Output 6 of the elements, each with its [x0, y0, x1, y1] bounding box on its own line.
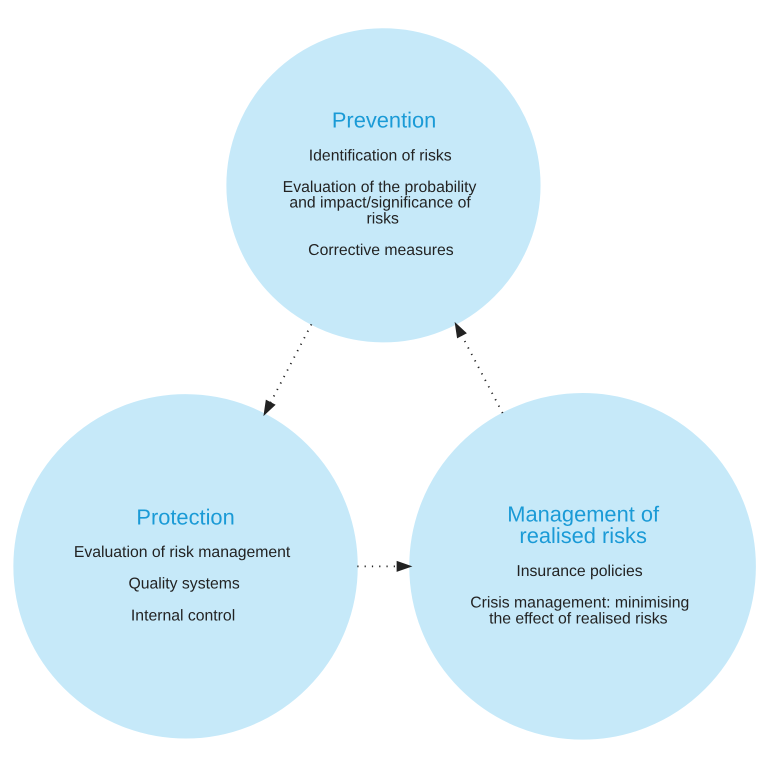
arrow: [262, 324, 312, 416]
node-circle: Prevention Identification of risks Evaluation of the probability and impact/significance of risks Corrective measures: [226, 28, 540, 342]
node-circle: Management of realised risks Insurance policies Crisis management: minimising the effect of realised risks: [408, 393, 756, 740]
arrow: [356, 560, 412, 572]
node-circle: Protection Evaluation of risk management Quality systems Internal control: [12, 394, 358, 739]
arrow: [454, 322, 503, 414]
